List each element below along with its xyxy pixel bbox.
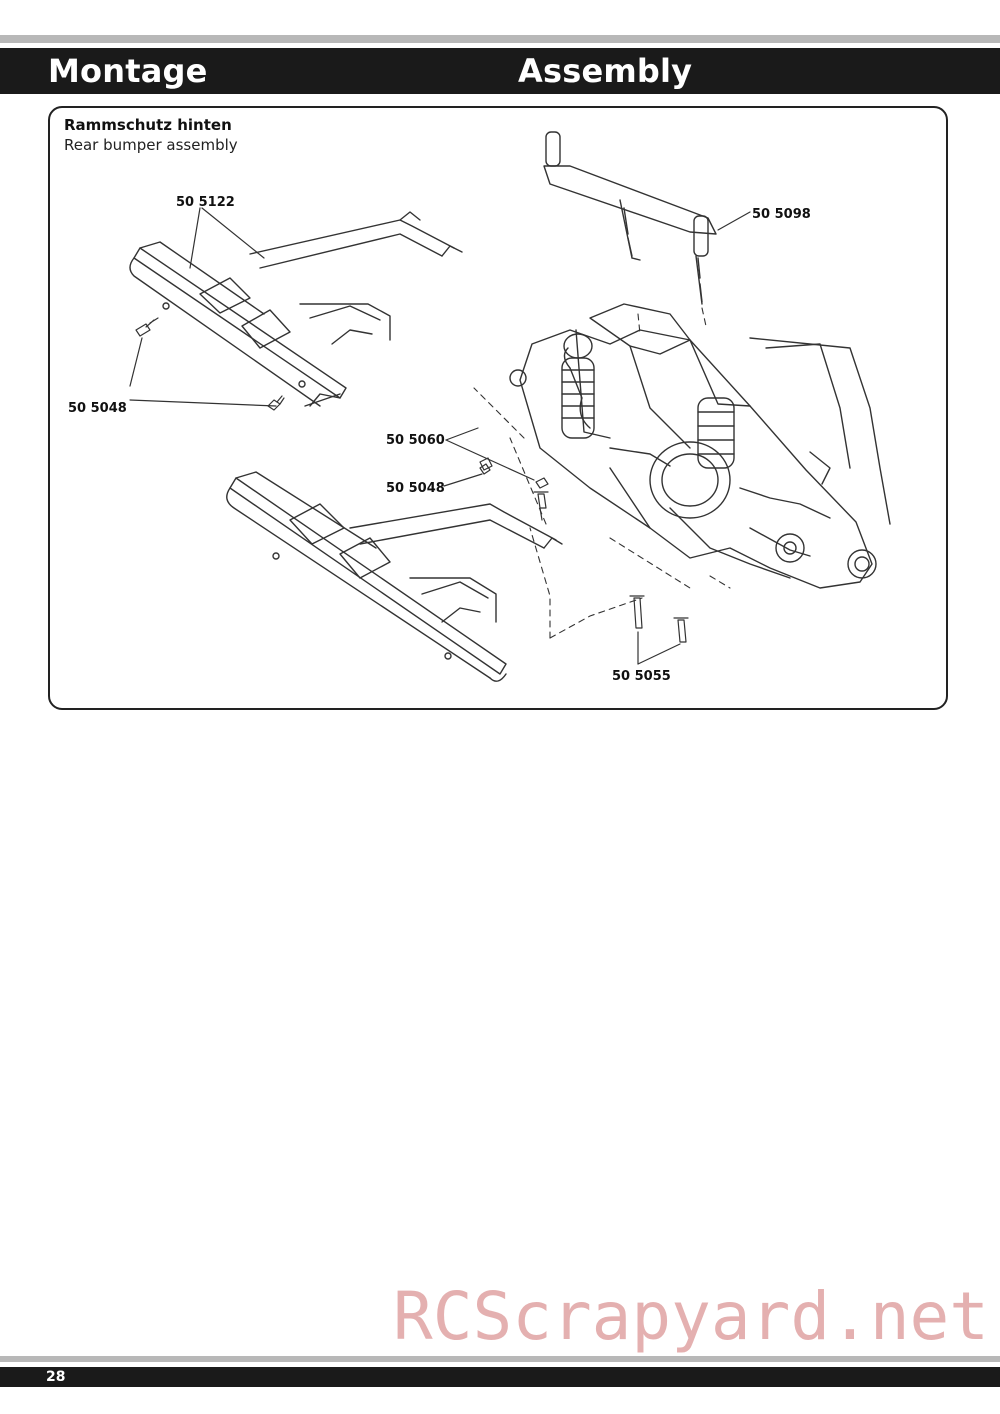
exploded-view-diagram: 50 5122 50 5098 50 5048 50 5060 50 5048 … [68,131,891,684]
label-50-5060: 50 5060 [386,433,445,448]
footer-bar [0,1367,1000,1387]
label-50-5098: 50 5098 [752,207,811,222]
strut-brace-drawing [543,131,717,305]
page-number: 28 [46,1369,66,1385]
header-title-english: Assembly [518,52,693,90]
header-bar: Montage Assembly [0,48,1000,94]
label-50-5055: 50 5055 [612,669,671,684]
panel-title-english: Rear bumper assembly [64,136,238,154]
assembly-guide-lines [473,307,731,639]
label-50-5048-middle: 50 5048 [386,481,445,496]
part-number-labels: 50 5122 50 5098 50 5048 50 5060 50 5048 … [68,195,811,684]
bottom-rule [0,1356,1000,1362]
lower-bumper-drawing [226,471,563,682]
upper-bumper-drawing [129,211,463,407]
top-rule [0,35,1000,43]
label-50-5048-upper: 50 5048 [68,401,127,416]
panel-title-german: Rammschutz hinten [64,116,232,134]
header-title-german: Montage [48,52,208,90]
label-50-5122: 50 5122 [176,195,235,210]
rear-chassis-drawing [509,303,891,589]
assembly-panel: 50 5122 50 5098 50 5048 50 5060 50 5048 … [48,106,948,710]
watermark-text: RCScrapyard.net [393,1278,990,1355]
leader-lines [129,207,751,665]
screws-drawing [135,317,689,643]
